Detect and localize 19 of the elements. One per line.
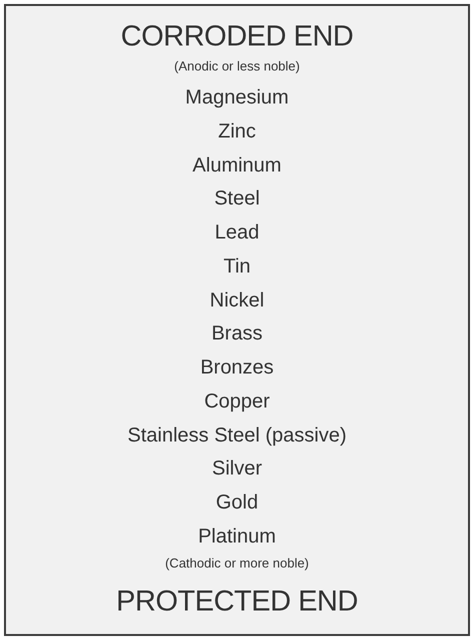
metal-name: Silver xyxy=(212,458,262,481)
metal-name: Zinc xyxy=(218,120,256,144)
metal-name: Tin xyxy=(223,255,251,278)
metal-name: Platinum xyxy=(198,526,276,548)
metal-name: Stainless Steel (passive) xyxy=(128,424,346,448)
metal-name: Steel xyxy=(214,188,260,211)
metal-name: Bronzes xyxy=(200,356,274,380)
metal-name: Magnesium xyxy=(185,86,289,110)
metal-name: Copper xyxy=(204,390,270,414)
heading: CORRODED END xyxy=(120,20,354,54)
note-text: (Cathodic or more noble) xyxy=(165,556,309,572)
heading: PROTECTED END xyxy=(116,585,358,619)
panel xyxy=(4,4,470,636)
metal-name: Gold xyxy=(216,492,258,515)
metal-name: Nickel xyxy=(210,289,264,312)
metal-name: Aluminum xyxy=(192,154,282,178)
metal-name: Brass xyxy=(211,322,263,346)
metal-name: Lead xyxy=(214,222,260,245)
note-text: (Anodic or less noble) xyxy=(174,60,300,74)
